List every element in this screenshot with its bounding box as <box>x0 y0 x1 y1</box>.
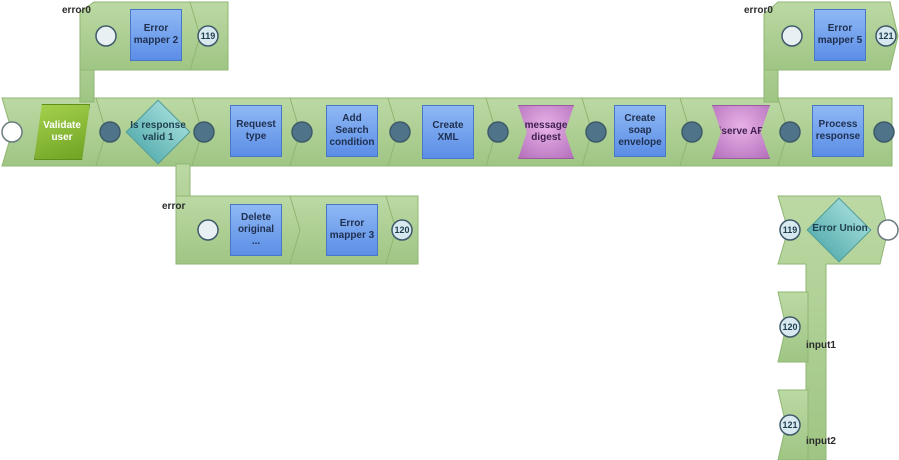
connectors[interactable] <box>1 25 899 241</box>
badge-119-top: 119 <box>200 31 216 41</box>
snap-request-type[interactable]: Request type <box>230 105 282 157</box>
snap-validate-user[interactable]: Validate user <box>34 104 90 160</box>
snap-error-mapper-3[interactable]: Error mapper 3 <box>326 204 378 256</box>
badge-120-union: 120 <box>782 322 798 332</box>
port-label-error0-right: error0 <box>744 5 773 16</box>
snap-create-xml[interactable]: Create XML <box>422 105 474 159</box>
snap-fiserve-api[interactable]: fiserve API <box>712 105 770 159</box>
port-label-input2: input2 <box>806 436 836 447</box>
snap-create-soap-envelope[interactable]: Create soap envelope <box>614 105 666 157</box>
badge-119-union: 119 <box>782 225 798 235</box>
snap-delete-original[interactable]: Delete original ... <box>230 204 282 256</box>
snap-add-search-condition[interactable]: Add Search condition <box>326 105 378 157</box>
badge-120-mid: 120 <box>394 225 410 235</box>
snap-error-mapper-2[interactable]: Error mapper 2 <box>130 9 182 61</box>
badges <box>197 25 897 436</box>
snap-message-digest[interactable]: message digest <box>518 105 574 159</box>
badge-121-top: 121 <box>878 31 894 41</box>
snap-process-response[interactable]: Process response <box>812 105 864 157</box>
port-label-error: error <box>162 201 186 212</box>
error-branch-mid <box>175 163 419 265</box>
snap-error-mapper-5[interactable]: Error mapper 5 <box>814 9 866 61</box>
port-label-input1: input1 <box>806 340 836 351</box>
badge-121-union: 121 <box>782 420 798 430</box>
port-label-error0-left: error0 <box>62 5 91 16</box>
